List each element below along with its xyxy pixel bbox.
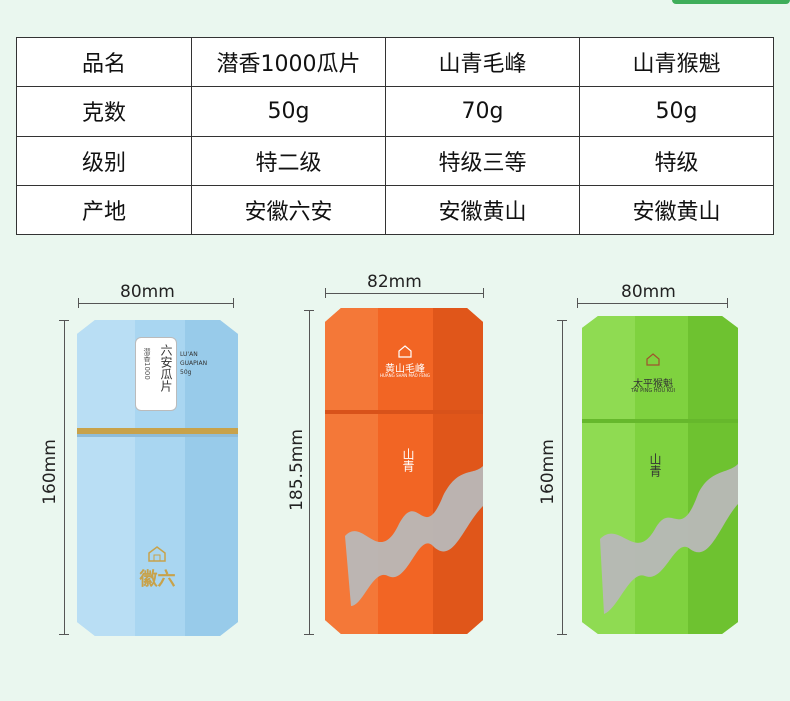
label-english: TAI PING HOU KUI [630,388,676,394]
height-dimension-line [309,310,310,634]
height-dimension-line [562,320,563,634]
height-dimension-label: 160mm [538,439,558,505]
table-cell: 50g [579,86,774,137]
table-cell: 安徽黄山 [579,184,774,236]
table-cell: 级别 [16,135,192,186]
width-dimension-label: 80mm [621,282,676,302]
table-cell: 特二级 [191,135,386,186]
label-title: 六安瓜片 [159,344,173,392]
label-english: HUANG SHAN MAO FENG [379,373,431,378]
label-panel: 六安瓜片 潜香1000 [135,337,177,411]
table-row: 品名 潜香1000瓜片 山青毛峰 山青猴魁 [16,36,774,88]
blue-tea-can [77,320,238,636]
label-title: 黄山毛峰 [385,364,425,375]
width-dimension-label: 82mm [367,272,422,292]
table-cell: 山青毛峰 [385,36,580,88]
house-logo-icon [148,546,166,562]
width-dimension-label: 80mm [120,282,175,302]
top-accent-bar [672,0,790,4]
green-tea-can [582,316,738,634]
table-cell: 产地 [16,184,192,236]
table-cell: 克数 [16,86,192,137]
height-dimension-label: 185.5mm [287,429,307,511]
house-logo-icon [646,353,660,366]
table-cell: 特级 [579,135,774,186]
house-logo-icon [398,345,412,358]
table-row: 产地 安徽六安 安徽黄山 安徽黄山 [16,184,774,236]
table-cell: 品名 [16,36,192,88]
width-dimension-line [577,303,727,304]
label-english: LU'AN GUAPIAN 50g [180,351,208,376]
width-dimension-line [325,293,483,294]
table-cell: 70g [385,86,580,137]
table-cell: 安徽六安 [191,184,386,236]
spec-table: 品名 潜香1000瓜片 山青毛峰 山青猴魁 克数 50g 70g 50g 级别 … [16,36,774,236]
height-dimension-label: 160mm [40,439,60,505]
table-cell: 安徽黄山 [385,184,580,236]
brand-logo-text: 山青 [401,448,415,472]
label-sub: 潜香1000 [143,348,151,380]
height-dimension-line [64,320,65,634]
orange-tea-can [325,308,483,634]
table-cell: 潜香1000瓜片 [191,36,386,88]
width-dimension-line [78,303,233,304]
brand-logo-text: 山青 [648,453,662,477]
table-cell: 特级三等 [385,135,580,186]
brand-logo-text: 徽六 [139,569,176,590]
table-row: 克数 50g 70g 50g [16,86,774,137]
table-cell: 50g [191,86,386,137]
table-cell: 山青猴魁 [579,36,774,88]
label-title: 太平猴魁 [633,379,673,390]
table-row: 级别 特二级 特级三等 特级 [16,135,774,186]
